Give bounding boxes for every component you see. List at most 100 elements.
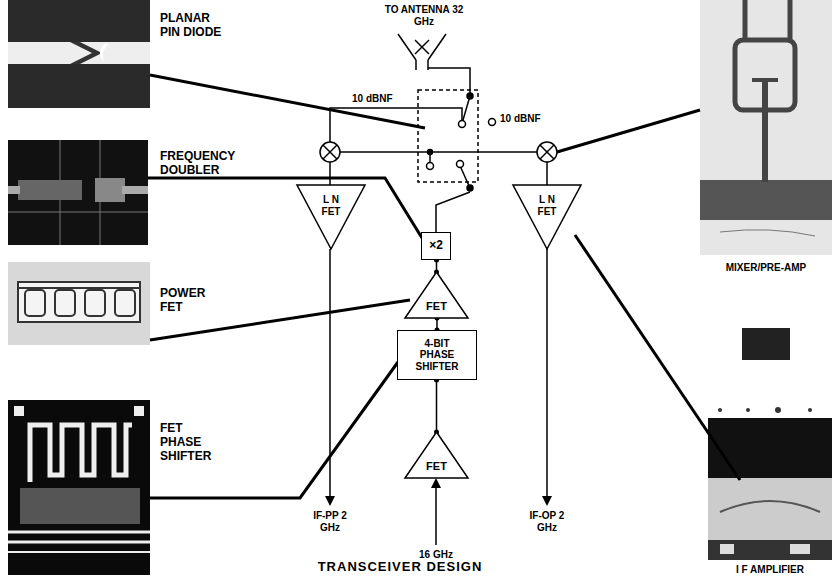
part-label: 16 GHz: [406, 549, 466, 561]
if-amplifier-photo: [720, 501, 820, 512]
mixer-photo: [700, 0, 832, 255]
pin-diode-photo: [8, 0, 150, 108]
connector-line: [436, 380, 438, 432]
pin-diode-photo: [100, 44, 108, 62]
if-amplifier-photo: [775, 407, 781, 413]
pin-diode-photo: [8, 42, 150, 64]
leader-lines: [575, 235, 740, 480]
arrowheads: [325, 478, 552, 506]
switch-symbol: [457, 161, 464, 168]
arrowheads: [542, 496, 552, 506]
part-label: I F AMPLIFIER: [705, 564, 835, 576]
leader-lines: [148, 178, 422, 238]
block-box: 4-BIT PHASE SHIFTER: [397, 330, 477, 380]
if-amplifier-photo: [708, 540, 832, 560]
switch-symbol: [461, 168, 470, 188]
switch-symbol: [489, 119, 496, 126]
mixer-symbol: [320, 142, 557, 162]
switch-symbol: [459, 121, 466, 128]
power-fet-photo: [18, 287, 140, 289]
antenna-horn: [415, 40, 429, 54]
amplifier-triangle: L N FET: [297, 185, 365, 249]
arrowheads: [325, 496, 335, 506]
signal-wires: [329, 249, 331, 500]
doubler-photo: [122, 186, 148, 194]
mixer-photo: [752, 78, 778, 82]
if-amplifier-photo: [790, 544, 810, 554]
power-fet-photo: [18, 282, 140, 322]
part-label: FET PHASE SHIFTER: [160, 422, 224, 463]
signal-wires: [546, 249, 548, 500]
amplifier-triangle: FET: [405, 432, 468, 478]
triangle-shape: [513, 185, 581, 249]
doubler-photo: [8, 186, 20, 194]
phase-shifter-photo: [20, 488, 140, 524]
mixer-symbol: [540, 145, 554, 159]
phase-shifter-photo: [8, 541, 150, 544]
arrowheads: [431, 478, 441, 488]
power-fet-photo: [8, 262, 150, 345]
part-label: FREQUENCY DOUBLER: [160, 150, 255, 178]
leader-lines: [557, 110, 700, 152]
doubler-photo: [18, 180, 82, 200]
power-fet-photo: [85, 290, 105, 316]
part-label: IF-PP 2 GHz: [312, 510, 348, 533]
signal-wires: [546, 162, 548, 185]
if-amplifier-photo: [746, 408, 750, 412]
mixer-symbol: [323, 145, 337, 159]
leader-lines: [150, 300, 410, 340]
antenna-horn: [428, 68, 470, 96]
triangle-shape: [297, 185, 365, 249]
switch-symbol: [418, 90, 496, 232]
part-label: POWER FET: [160, 287, 218, 315]
node-text: L N FET: [316, 194, 346, 217]
mixer-photo: [700, 180, 832, 220]
part-label: PLANAR PIN DIODE: [160, 12, 222, 40]
signal-wires: [330, 108, 547, 545]
doubler-photo: [8, 212, 148, 213]
if-amplifier-photo: [720, 544, 734, 554]
phase-shifter-photo: [8, 551, 150, 553]
part-label: TO ANTENNA 32 GHz: [384, 4, 464, 27]
mixer-symbol: [537, 142, 557, 162]
node-text: 4-BIT PHASE SHIFTER: [411, 338, 463, 373]
block-box: ×2: [421, 232, 451, 260]
power-fet-photo: [55, 290, 75, 316]
amplifier-triangle: L N FET: [513, 185, 581, 249]
chip-photo: [742, 328, 790, 360]
if-amplifier-photo: [708, 407, 832, 560]
signal-wires: [340, 151, 537, 153]
triangle-shape: [405, 272, 468, 318]
antenna-horn: [415, 60, 417, 70]
node-text: FET: [422, 300, 452, 313]
mixer-symbol: [323, 145, 337, 159]
phase-shifter-photo: [134, 406, 144, 416]
if-amplifier-photo: [808, 408, 812, 412]
mixer-symbol: [320, 142, 340, 162]
signal-wires: [330, 108, 462, 142]
mixer-photo: [720, 230, 815, 236]
node-text: ×2: [424, 239, 448, 253]
part-label: IF-OP 2 GHz: [529, 510, 565, 533]
switch-symbol: [427, 163, 434, 170]
node-text: FET: [422, 460, 452, 473]
doubler-photo: [8, 140, 148, 245]
pin-diode-photo: [70, 42, 102, 64]
phase-shifter-photo: [30, 425, 132, 482]
mixer-symbol: [540, 145, 554, 159]
amplifier-triangle: FET: [405, 272, 468, 318]
signal-wires: [435, 484, 437, 545]
if-amplifier-photo: [708, 478, 832, 540]
leader-lines: [150, 75, 425, 128]
phase-shifter-photo: [8, 400, 150, 575]
power-fet-photo: [8, 262, 150, 345]
mixer-photo: [762, 80, 768, 182]
diagram-caption: TRANSCEIVER DESIGN: [250, 560, 550, 575]
part-label: MIXER/PRE-AMP: [700, 262, 832, 274]
if-amplifier-photo: [708, 418, 832, 478]
phase-shifter-photo: [8, 400, 150, 575]
signal-connector: [434, 378, 439, 435]
